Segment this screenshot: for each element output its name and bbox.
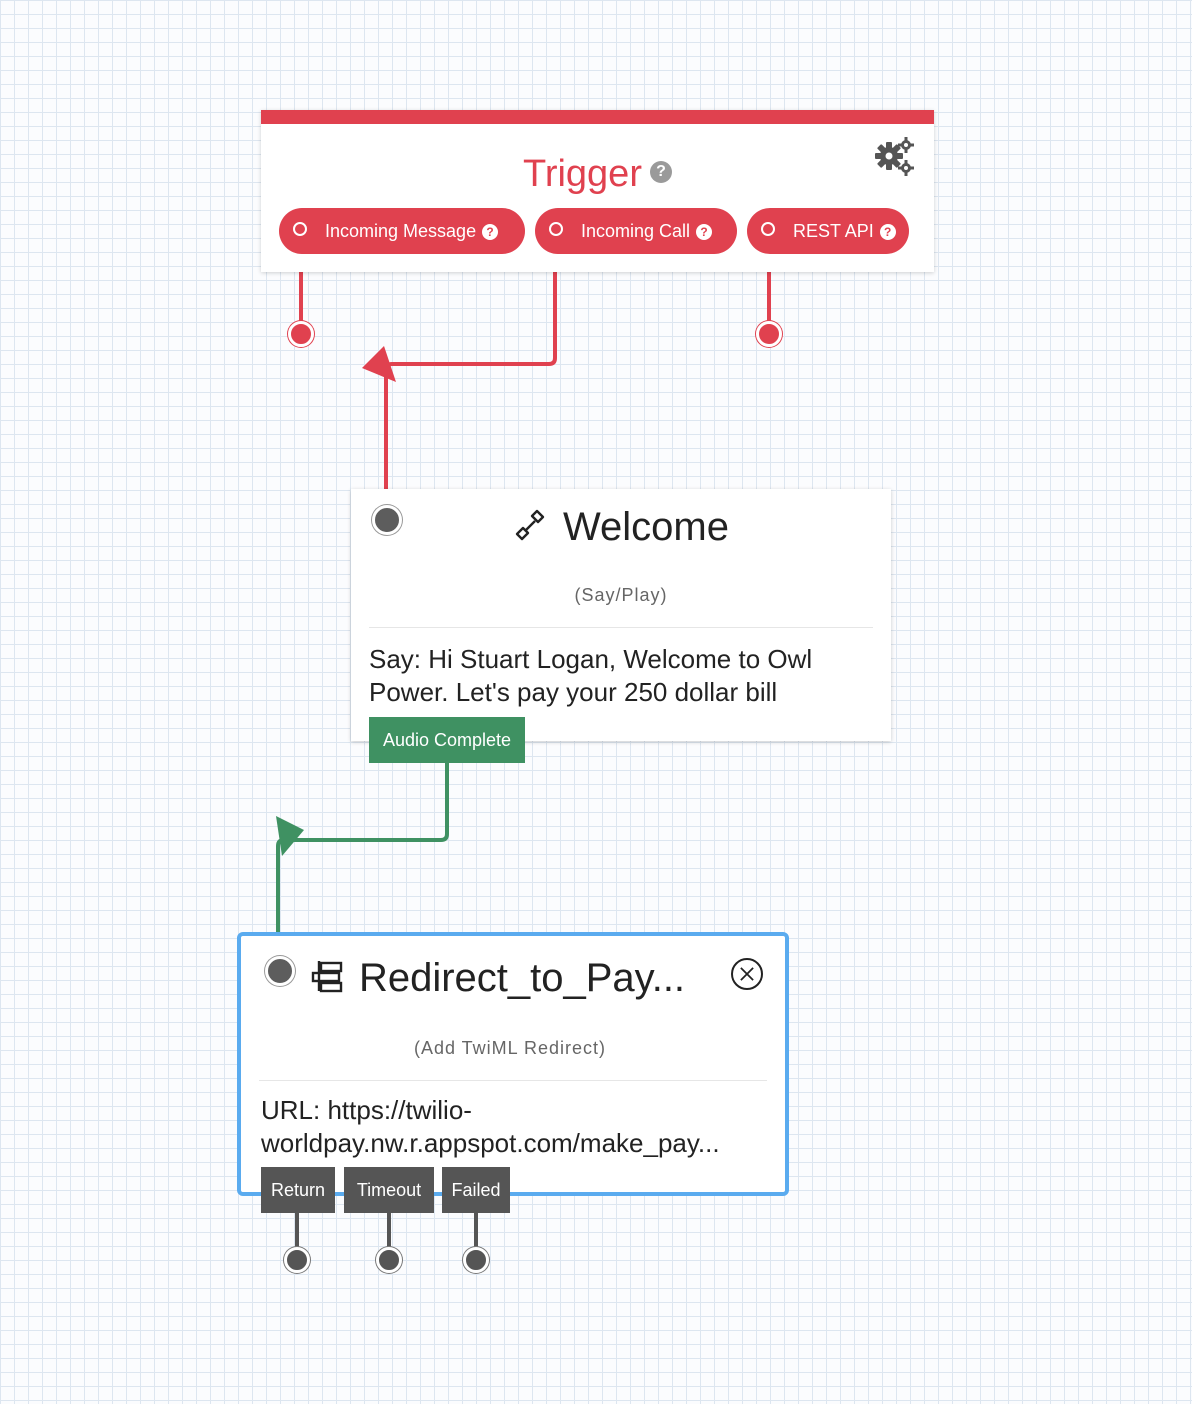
failed-endpoint[interactable] [463,1247,489,1273]
widget-body: URL: https://twilio- worldpay.nw.r.appsp… [261,1094,767,1160]
divider [259,1080,767,1081]
trigger-title-row: Trigger? [261,152,934,196]
gears-icon[interactable] [874,136,916,178]
redirect-icon [311,961,343,993]
audio-complete-output[interactable]: Audio Complete [369,717,525,763]
radio-ring-icon [293,222,307,236]
radio-ring-icon [549,222,563,236]
url-line-2: worldpay.nw.r.appspot.com/make_pay... [261,1128,720,1158]
input-port[interactable] [265,956,295,986]
pill-label: Incoming Call [581,221,691,241]
help-icon[interactable]: ? [879,224,896,240]
redirect-widget[interactable]: Redirect_to_Pay... (Add TwiML Redirect) … [237,932,789,1196]
input-port[interactable] [372,505,402,535]
wire-arrow-red [362,346,396,382]
trigger-incoming-message-button[interactable]: Incoming Message? [279,208,525,254]
widget-title: Welcome [563,505,729,549]
help-icon[interactable]: ? [482,224,499,240]
radio-ring-icon [761,222,775,236]
pill-label: REST API [793,221,874,241]
trigger-title: Trigger [523,153,642,195]
return-endpoint[interactable] [284,1247,310,1273]
close-icon[interactable] [731,958,763,990]
help-icon[interactable]: ? [696,224,713,240]
return-output[interactable]: Return [261,1167,335,1213]
welcome-widget[interactable]: Welcome (Say/Play) Say: Hi Stuart Logan,… [351,489,891,741]
widget-type: (Say/Play) [574,585,668,605]
widget-title: Redirect_to_Pay... [358,956,686,1000]
trigger-incoming-call-button[interactable]: Incoming Call? [535,208,737,254]
widget-type: (Add TwiML Redirect) [413,1038,607,1058]
timeout-endpoint[interactable] [376,1247,402,1273]
rest-api-endpoint[interactable] [756,321,782,347]
timeout-output[interactable]: Timeout [344,1167,434,1213]
incoming-message-endpoint[interactable] [288,321,314,347]
widget-title-row: Redirect_to_Pay... [241,954,785,1002]
url-line-1: URL: https://twilio- [261,1095,472,1125]
phone-icon [515,510,545,541]
divider [369,627,873,628]
help-icon[interactable]: ? [649,160,672,183]
widget-title-row: Welcome [351,503,891,551]
wire-incoming-call [384,254,557,520]
widget-body: Say: Hi Stuart Logan, Welcome to Owl Pow… [369,644,813,707]
pill-label: Incoming Message [325,221,477,241]
wire-arrow-green [276,816,304,856]
trigger-rest-api-button[interactable]: REST API? [747,208,909,254]
trigger-widget[interactable]: Trigger? Incoming Message? [261,110,934,272]
failed-output[interactable]: Failed [442,1167,510,1213]
